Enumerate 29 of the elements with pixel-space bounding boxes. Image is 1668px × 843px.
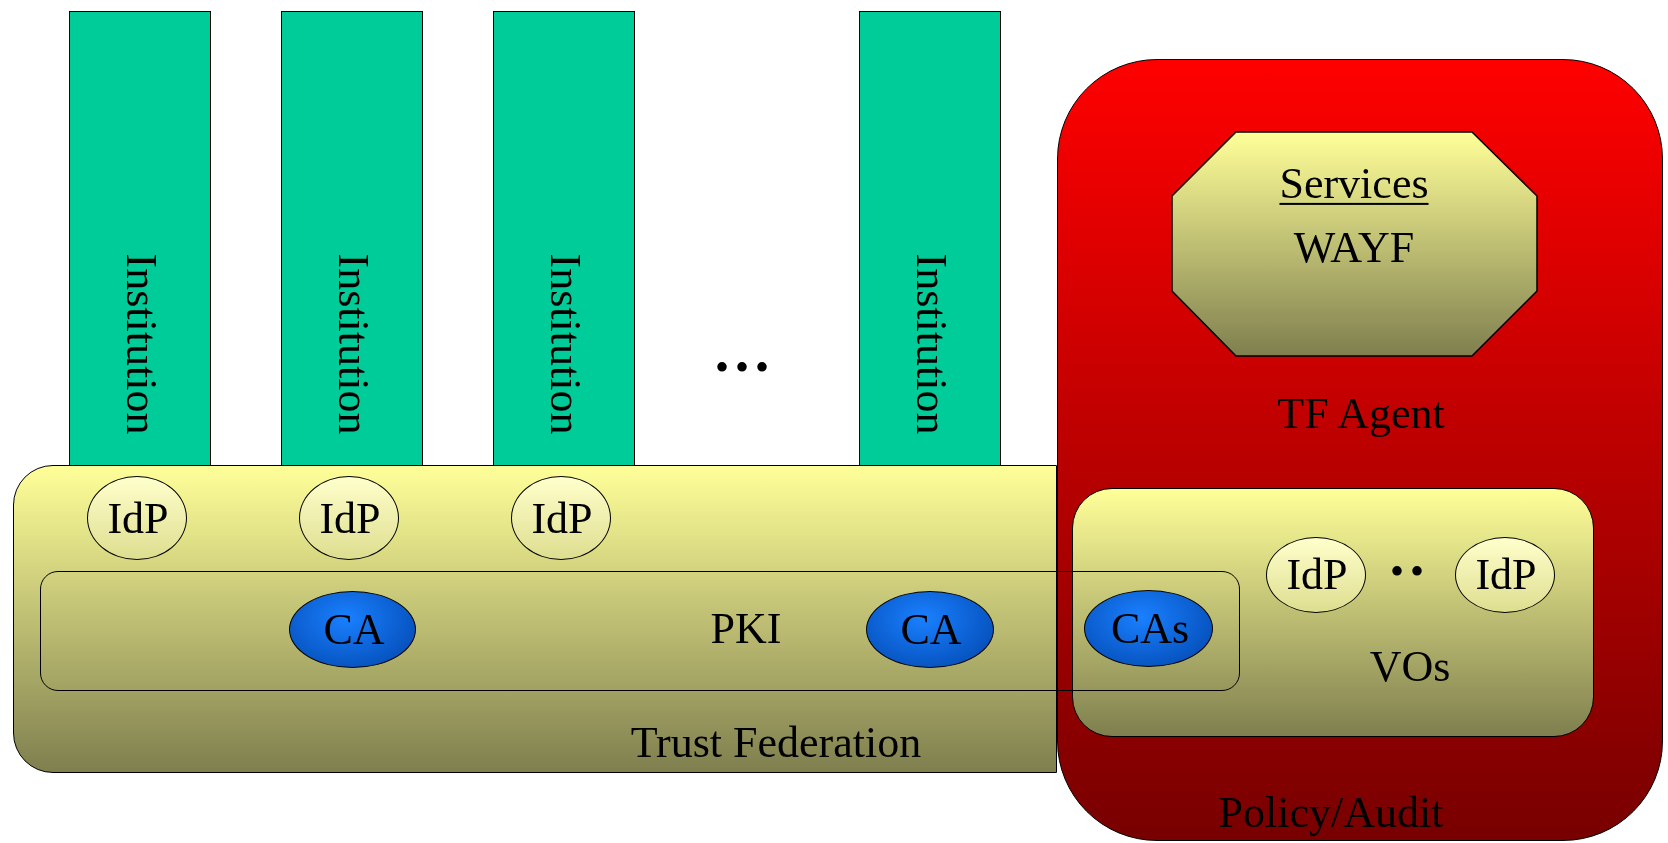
node-label: IdP xyxy=(531,495,593,543)
agent-panel xyxy=(1057,59,1663,841)
column-label: Institution xyxy=(541,253,589,435)
column-label: Institution xyxy=(907,253,955,435)
node-label: CA xyxy=(900,606,962,654)
heading-label: Services xyxy=(1279,160,1429,208)
node-label: CA xyxy=(323,606,385,654)
institution-column xyxy=(281,11,423,466)
column-label: Institution xyxy=(329,253,377,435)
node-label: TF Agent xyxy=(1277,390,1445,438)
node-label: PKI xyxy=(710,605,782,653)
node-label: Policy/Audit xyxy=(1218,789,1444,837)
institution-column xyxy=(493,11,635,466)
dots-ellipsis: •• xyxy=(1390,551,1430,593)
node-label: WAYF xyxy=(1293,224,1415,272)
node-label: CAs xyxy=(1110,605,1190,653)
node-label: IdP xyxy=(319,495,381,543)
node-label: VOs xyxy=(1369,643,1451,691)
federation-panel xyxy=(13,465,1057,773)
node-label: IdP xyxy=(1286,551,1348,599)
services-octagon xyxy=(1171,131,1538,357)
institution-column xyxy=(859,11,1001,466)
node-label: IdP xyxy=(107,495,169,543)
node-label: IdP xyxy=(1475,551,1537,599)
dots-ellipsis: ••• xyxy=(715,347,775,389)
node-label: Trust Federation xyxy=(630,719,922,767)
institution-column xyxy=(69,11,211,466)
column-label: Institution xyxy=(117,253,165,435)
vos-panel xyxy=(1072,488,1594,737)
